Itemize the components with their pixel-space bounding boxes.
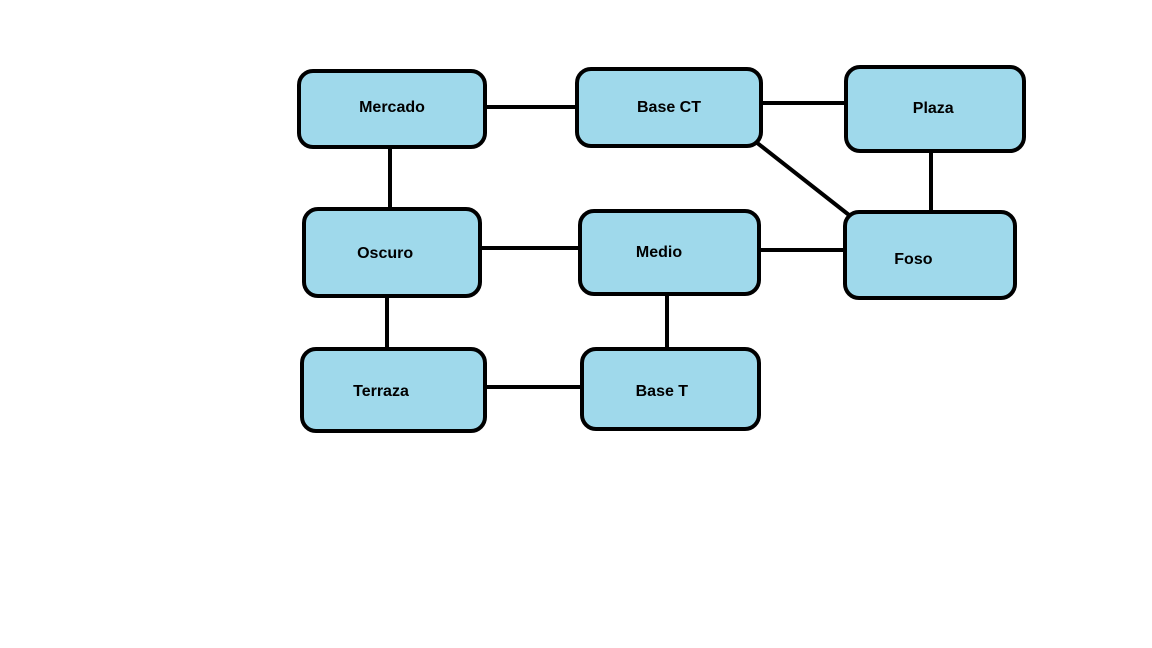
node-foso: Foso (843, 210, 1017, 300)
node-label: Oscuro (357, 245, 414, 263)
node-label: Mercado (359, 98, 425, 116)
node-label: Medio (635, 243, 683, 261)
node-oscuro: Oscuro (302, 207, 482, 298)
node-label: Foso (894, 250, 933, 268)
node-label: Terraza (353, 382, 409, 400)
node-label: Plaza (912, 100, 954, 117)
edge-basect-foso (754, 140, 851, 217)
node-label: Base T (635, 383, 689, 401)
node-base-ct: Base CT (575, 67, 763, 148)
node-medio: Medio (578, 209, 761, 296)
node-terraza: Terraza (300, 347, 487, 433)
node-label: Base CT (636, 98, 702, 116)
node-plaza: Plaza (844, 65, 1026, 153)
node-mercado: Mercado (297, 69, 487, 149)
node-base-t: Base T (580, 347, 761, 431)
